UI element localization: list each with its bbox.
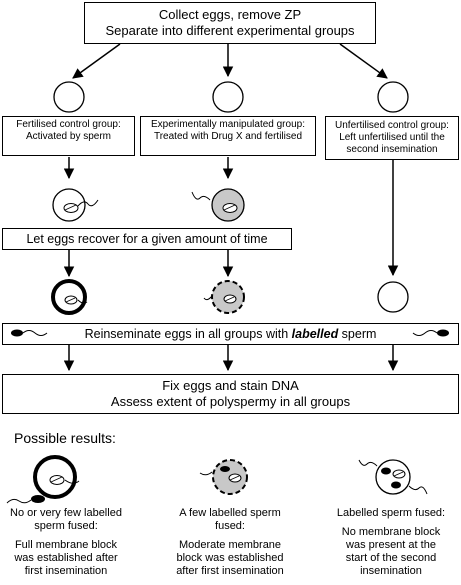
- collect-eggs-box: Collect eggs, remove ZP Separate into di…: [84, 2, 376, 44]
- group2-line1: Experimentally manipulated group:: [151, 119, 305, 130]
- result-2-conclusion-line: after first insemination: [176, 565, 284, 577]
- group-box-unfertilised-control: Unfertilised control group: Left unferti…: [325, 116, 459, 160]
- reinseminate-text-before: Reinseminate eggs in all groups with: [84, 326, 292, 341]
- result-2-conclusion-line: block was established: [176, 552, 284, 564]
- collect-eggs-line1: Collect eggs, remove ZP: [158, 7, 302, 22]
- result-egg-no-block: [358, 459, 428, 495]
- egg-group3-unfertilised: [377, 281, 409, 313]
- labelled-sperm-right: [412, 329, 449, 337]
- egg-group2-treated: [191, 188, 245, 222]
- collect-eggs-line2: Separate into different experimental gro…: [105, 23, 355, 38]
- result-3-text: Labelled sperm fused: No membrane block …: [322, 507, 460, 578]
- result-egg-full-block: [6, 455, 80, 504]
- recover-text: Let eggs recover for a given amount of t…: [26, 231, 268, 246]
- group2-line2: Treated with Drug X and fertilised: [153, 131, 303, 142]
- possible-results-title: Possible results:: [14, 430, 116, 446]
- group3-line2: Left unfertilised until the: [339, 132, 445, 143]
- group-box-fertilised-control: Fertilised control group: Activated by s…: [2, 116, 135, 156]
- result-1-text: No or very few labelled sperm fused: Ful…: [2, 507, 130, 578]
- egg-group2-initial: [212, 81, 244, 113]
- group-box-experimental: Experimentally manipulated group: Treate…: [140, 116, 316, 156]
- result-1-heading-line: No or very few labelled: [10, 507, 122, 519]
- reinseminate-text-after: sperm: [338, 326, 377, 341]
- result-3-conclusion-line: No membrane block: [341, 526, 441, 538]
- labelled-sperm-left: [11, 329, 48, 337]
- egg-group1-initial: [53, 81, 85, 113]
- result-2-text: A few labelled sperm fused: Moderate mem…: [160, 507, 300, 578]
- result-1-heading-line: sperm fused:: [34, 520, 98, 532]
- group1-line2: Activated by sperm: [25, 131, 112, 142]
- egg-group2-partial-block: [203, 280, 245, 314]
- reinseminate-text-emphasis: labelled: [291, 326, 339, 341]
- result-1-conclusion-line: Full membrane block: [14, 539, 118, 551]
- group1-line1: Fertilised control group:: [16, 119, 121, 130]
- egg-group1-fertilised: [52, 188, 99, 222]
- result-2-heading-line: A few labelled sperm: [179, 507, 281, 519]
- result-3-conclusion-line: insemination: [360, 565, 422, 577]
- fix-eggs-line1: Fix eggs and stain DNA: [162, 378, 299, 393]
- reinseminate-box: Reinseminate eggs in all groups with lab…: [2, 323, 459, 345]
- result-2-heading-line: fused:: [215, 520, 245, 532]
- result-3-conclusion-line: was present at the: [346, 539, 436, 551]
- group3-line1: Unfertilised control group:: [335, 120, 449, 131]
- arrow-to-group1: [72, 43, 121, 79]
- result-3-conclusion-line: start of the second: [345, 552, 437, 564]
- arrow-to-group3: [339, 43, 388, 79]
- recover-box: Let eggs recover for a given amount of t…: [2, 228, 292, 250]
- result-2-conclusion-line: Moderate membrane: [178, 539, 282, 551]
- egg-group3-initial: [377, 81, 409, 113]
- group3-line3: second insemination: [346, 144, 438, 155]
- fix-eggs-line2: Assess extent of polyspermy in all group…: [110, 394, 351, 409]
- result-3-heading-line: Labelled sperm fused:: [336, 507, 446, 519]
- result-1-conclusion-line: first insemination: [24, 565, 108, 577]
- result-1-conclusion-line: was established after: [14, 552, 118, 564]
- fix-eggs-box: Fix eggs and stain DNA Assess extent of …: [2, 374, 459, 414]
- result-egg-moderate-block: [199, 459, 248, 495]
- egg-group1-full-block: [51, 279, 88, 315]
